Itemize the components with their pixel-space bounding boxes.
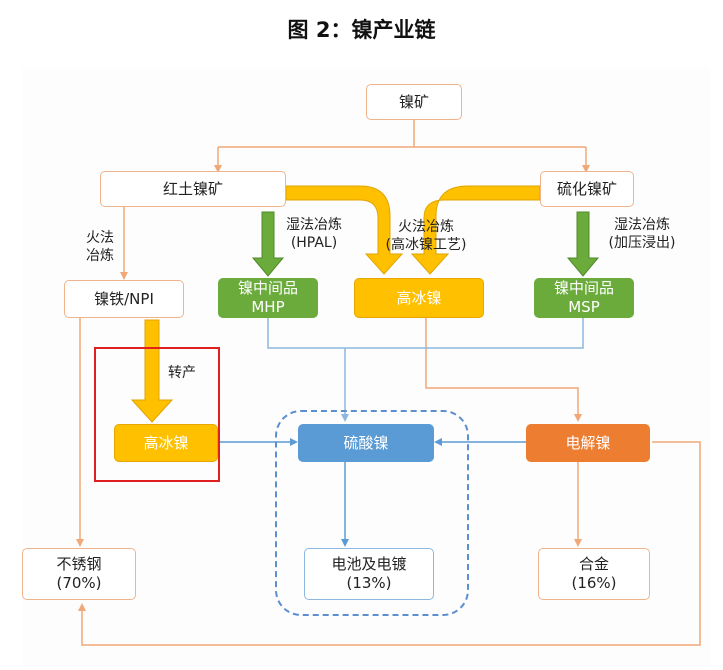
node-nickel-sulfate: 硫酸镍 <box>298 424 434 462</box>
node-laterite: 红土镍矿 <box>100 171 286 207</box>
node-msp: 镍中间品 MSP <box>534 278 634 318</box>
link-electrolytic-loop <box>78 441 701 646</box>
node-matte-bottom: 高冰镍 <box>114 424 218 462</box>
node-matte-top: 高冰镍 <box>354 278 484 318</box>
yellow-arrow-convert <box>130 319 174 423</box>
dashed-group-frame <box>275 410 469 616</box>
label-hpal: 湿法冶炼 (HPAL) <box>286 217 342 252</box>
label-fire-smelt-left: 火法 冶炼 <box>86 230 114 265</box>
link-ore-split <box>218 120 586 148</box>
node-electrolytic: 电解镍 <box>526 424 650 462</box>
yellow-arrow-laterite-to-matte <box>285 185 404 275</box>
label-pressure-leach: 湿法冶炼 (加压浸出) <box>608 217 676 252</box>
yellow-arrow-sulfide-to-matte <box>410 185 541 275</box>
figure-title: 图 2：镍产业链 <box>287 18 436 42</box>
link-intermediates-merge <box>267 318 584 349</box>
label-convert: 转产 <box>168 365 196 381</box>
node-battery: 电池及电镀 (13%) <box>304 548 434 600</box>
node-nickel-ore: 镍矿 <box>366 84 462 120</box>
link-matte-to-electrolytic <box>425 318 582 422</box>
node-mhp: 镍中间品 MHP <box>218 278 318 318</box>
label-fire-matte: 火法冶炼 (高冰镍工艺) <box>385 219 467 254</box>
node-stainless: 不锈钢 (70%) <box>22 548 136 600</box>
green-arrow-hpal <box>251 211 285 277</box>
green-arrow-pressure <box>566 211 600 277</box>
node-sulfide: 硫化镍矿 <box>540 171 634 207</box>
node-alloy: 合金 (16%) <box>538 548 650 600</box>
highlight-frame <box>94 347 220 482</box>
node-npi: 镍铁/NPI <box>64 280 184 318</box>
